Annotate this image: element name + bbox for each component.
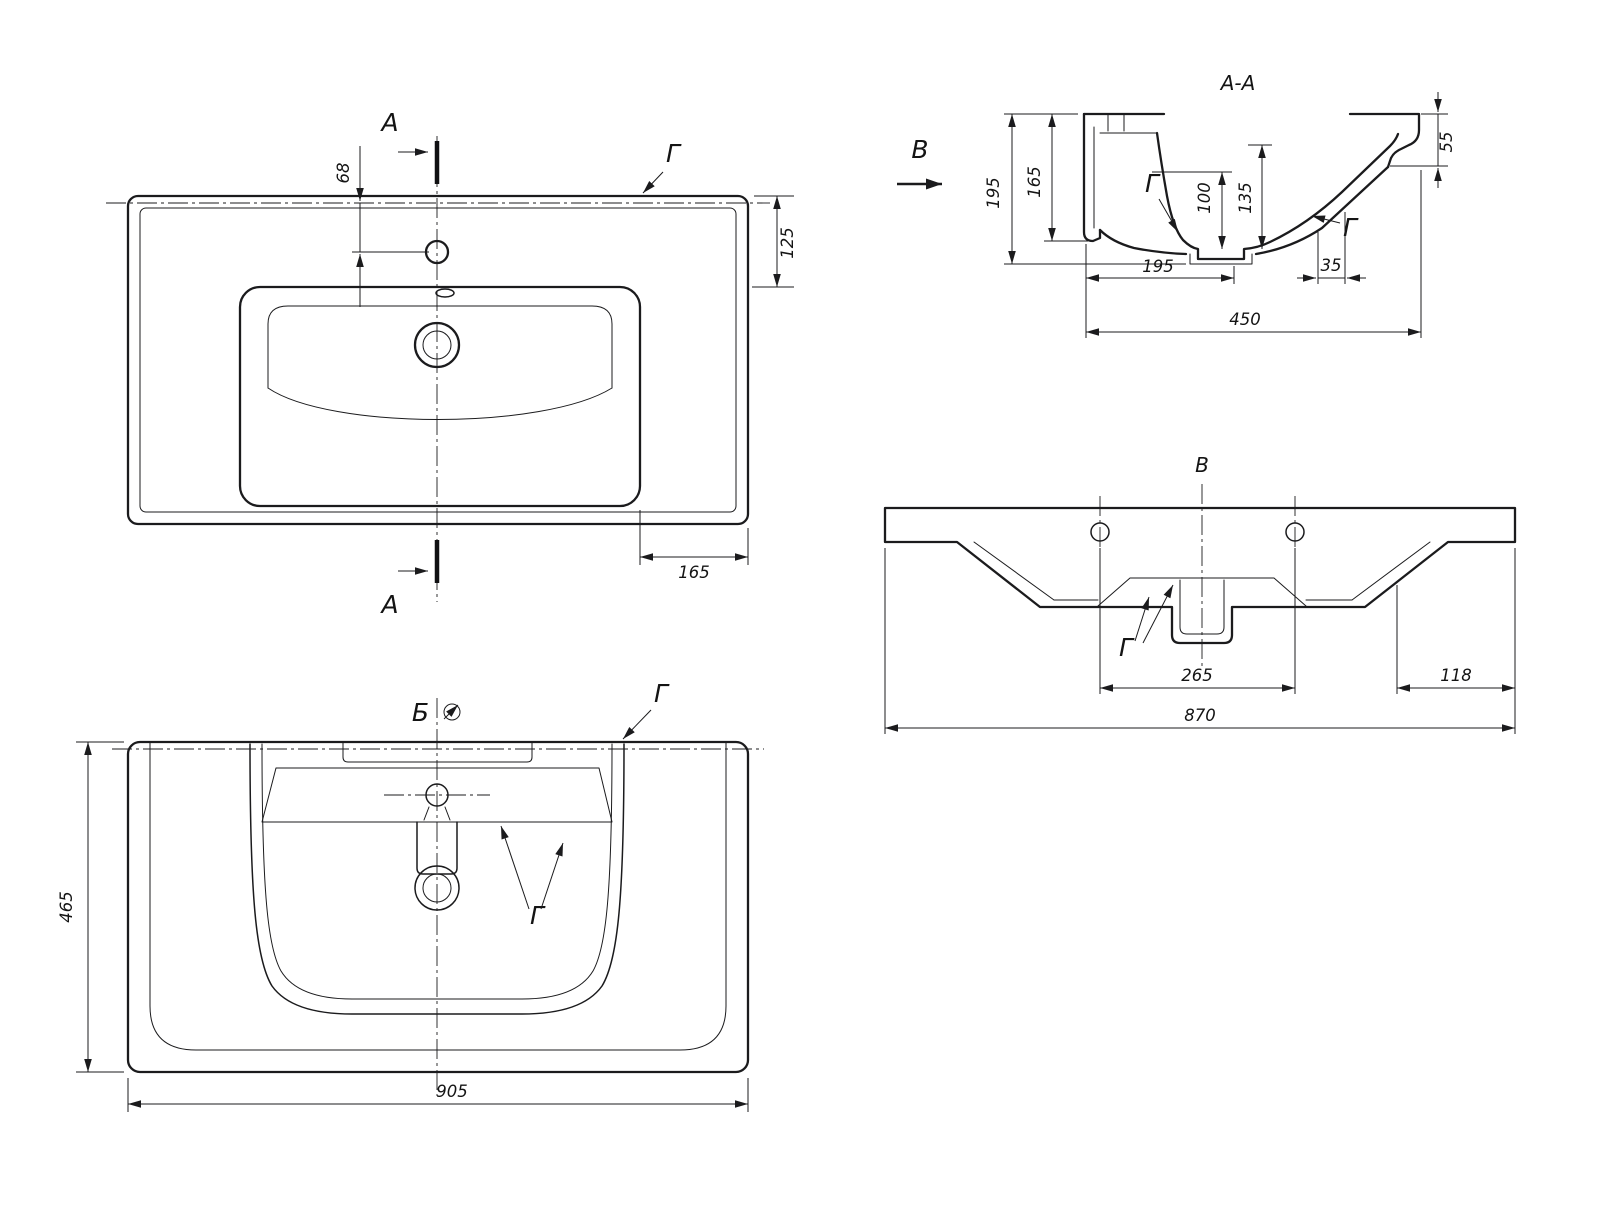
dim-195-horizontal: 195 bbox=[1085, 244, 1235, 284]
front-inner-slants bbox=[973, 541, 1431, 601]
view-arrow-letter: В bbox=[911, 135, 928, 164]
front-drain-box-inner bbox=[1179, 579, 1225, 635]
dim-905: 905 bbox=[127, 1078, 749, 1112]
dim-165-vertical: 165 bbox=[1025, 114, 1088, 242]
section-front-rim bbox=[1348, 112, 1421, 169]
bottom-detail-label-inner: Г bbox=[530, 901, 546, 930]
dim-55: 55 bbox=[1390, 92, 1456, 188]
section-back-wall bbox=[1082, 112, 1102, 243]
front-detail-label: Г bbox=[1119, 633, 1135, 662]
drain-hole-outer bbox=[413, 321, 461, 369]
plan-detail-label: Г bbox=[666, 139, 682, 168]
dim-465: 465 bbox=[57, 741, 124, 1073]
dim-465-text: 465 bbox=[57, 891, 76, 923]
dim-100: 100 bbox=[1152, 171, 1232, 249]
section-detail-leader-2 bbox=[1311, 215, 1341, 224]
dim-870-text: 870 bbox=[1184, 706, 1216, 725]
bottom-basin-footprint-inner bbox=[261, 743, 613, 1000]
dim-118-text: 118 bbox=[1440, 666, 1472, 685]
dim-35-text: 35 bbox=[1321, 256, 1342, 275]
section-basin-inner-surface bbox=[1155, 131, 1400, 261]
front-inner-trapezoid bbox=[1097, 577, 1307, 607]
section-faucet-hole-cut bbox=[1099, 113, 1158, 134]
dim-195h-text: 195 bbox=[1142, 257, 1174, 276]
dim-55-text: 55 bbox=[1437, 132, 1456, 153]
dim-118: 118 bbox=[1396, 548, 1516, 734]
section-title: А-А bbox=[1219, 71, 1256, 95]
plan-basin-shelf-curve bbox=[267, 387, 613, 420]
dim-905-text: 905 bbox=[436, 1082, 468, 1101]
dim-135-text: 135 bbox=[1236, 182, 1255, 214]
bottom-view: Г Б Г 465 905 bbox=[57, 679, 764, 1112]
dim-195-vertical: 195 bbox=[984, 113, 1186, 265]
bottom-detail-leader-2 bbox=[540, 842, 564, 910]
front-view-title: В bbox=[1195, 453, 1209, 477]
front-detail-leader-1 bbox=[1134, 596, 1150, 642]
mounting-hole-right bbox=[1285, 522, 1305, 542]
section-view: А-А В Г Г 195 165 100 bbox=[897, 71, 1456, 338]
dim-195v-text: 195 bbox=[984, 177, 1003, 209]
bottom-drain-outer bbox=[414, 865, 460, 911]
dim-68-text: 68 bbox=[334, 163, 353, 184]
rotated-view-icon-arrow bbox=[443, 704, 459, 720]
plan-outer-rim bbox=[126, 194, 750, 526]
dim-165v-text: 165 bbox=[1025, 166, 1044, 198]
dim-450: 450 bbox=[1085, 170, 1422, 338]
bottom-deck-recess bbox=[342, 741, 533, 763]
bottom-inner-rim bbox=[149, 741, 727, 1051]
section-drain-recess bbox=[1189, 253, 1253, 265]
mounting-hole-left bbox=[1090, 522, 1110, 542]
plan-detail-leader bbox=[642, 171, 664, 194]
section-letter-top: А bbox=[379, 108, 398, 137]
plan-inner-rim bbox=[139, 207, 737, 513]
front-outline bbox=[883, 506, 1517, 645]
plan-basin-opening bbox=[238, 285, 642, 508]
bottom-drain-inner bbox=[422, 873, 452, 903]
front-view: В Г 265 118 870 bbox=[883, 453, 1517, 734]
section-outer-underside bbox=[1098, 165, 1390, 256]
front-detail-leader-2 bbox=[1142, 584, 1174, 644]
section-letter-bottom: А bbox=[379, 590, 398, 619]
section-detail-label-2: Г bbox=[1343, 213, 1359, 242]
dim-35: 35 bbox=[1297, 212, 1366, 284]
plan-basin-shelf bbox=[267, 305, 613, 389]
dim-165-text: 165 bbox=[678, 563, 710, 582]
bottom-funnel-lines bbox=[423, 806, 451, 821]
dim-450-text: 450 bbox=[1229, 310, 1261, 329]
dim-265-text: 265 bbox=[1181, 666, 1213, 685]
bottom-detail-leader-1 bbox=[500, 825, 530, 910]
rotated-view-icon bbox=[443, 703, 461, 721]
section-detail-leader-1 bbox=[1158, 198, 1179, 233]
section-detail-label-1: Г bbox=[1145, 169, 1161, 198]
dim-870: 870 bbox=[884, 548, 1515, 734]
dim-165: 165 bbox=[639, 510, 749, 582]
rotated-view-label: Б bbox=[412, 698, 429, 727]
dim-100-text: 100 bbox=[1195, 182, 1214, 214]
dim-125-text: 125 bbox=[778, 227, 797, 259]
bottom-shelf-lines bbox=[261, 767, 613, 823]
dim-135: 135 bbox=[1236, 144, 1272, 249]
bottom-outer-rim bbox=[126, 740, 750, 1074]
plan-view: А А Г 68 125 165 bbox=[106, 108, 797, 619]
dim-265: 265 bbox=[1099, 548, 1296, 694]
bottom-detail-leader-edge bbox=[622, 709, 652, 740]
overflow-slot bbox=[435, 288, 455, 298]
bottom-detail-label-edge: Г bbox=[654, 679, 670, 708]
bottom-basin-footprint-outer bbox=[249, 743, 625, 1015]
drain-hole-inner bbox=[422, 330, 452, 360]
dim-68: 68 bbox=[334, 146, 429, 307]
dim-125: 125 bbox=[752, 195, 797, 288]
